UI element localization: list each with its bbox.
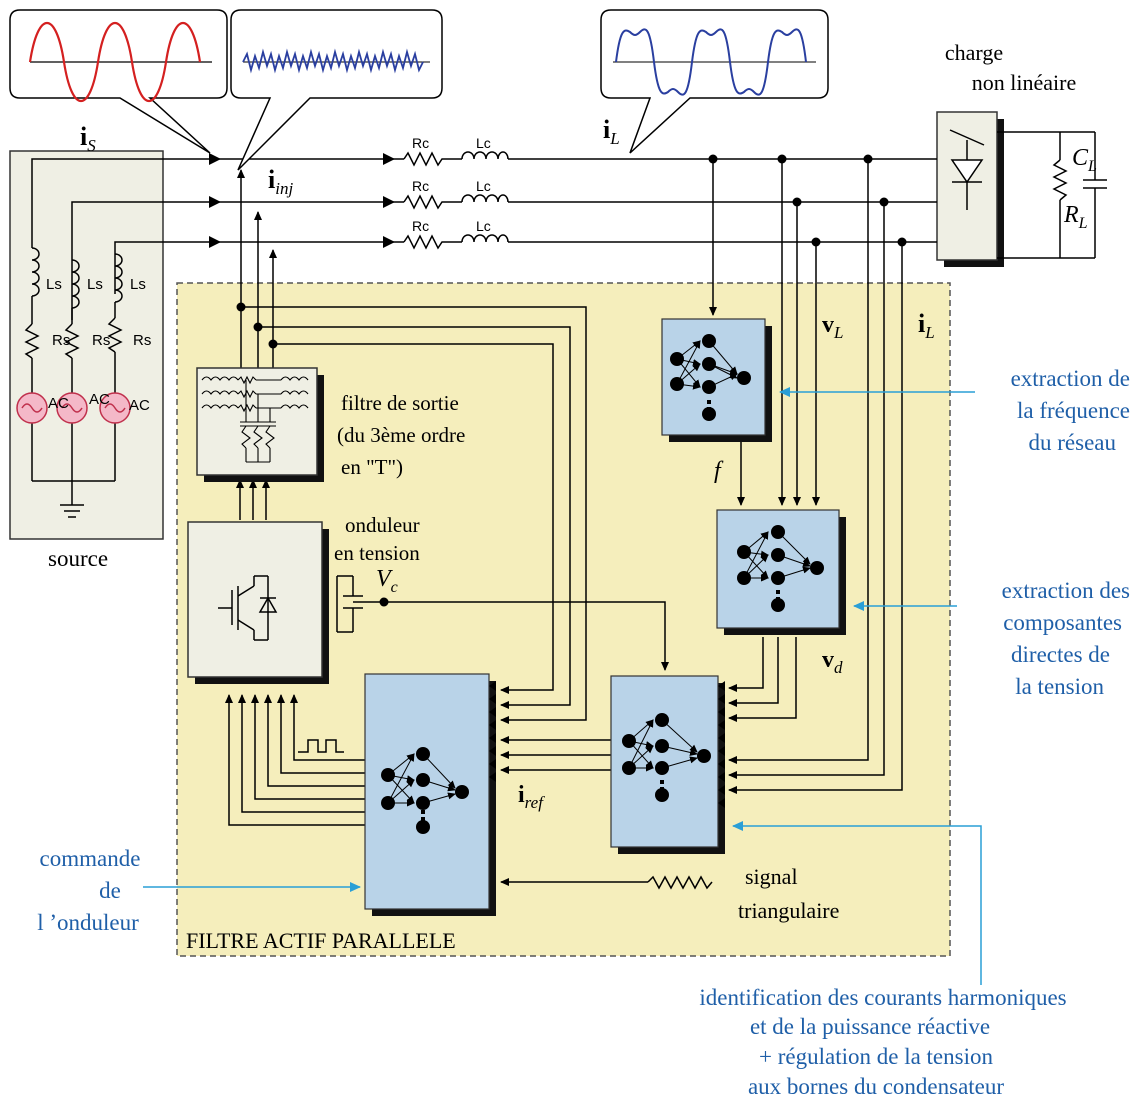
vd-main: v [822, 647, 834, 673]
iinj-main: i [268, 165, 275, 194]
il-top-sub: L [609, 129, 619, 148]
iinj-label: iinj [268, 165, 293, 198]
line-impedances [403, 151, 509, 250]
nn-cmd-icon [381, 747, 469, 834]
onduleur-label-1: onduleur [345, 513, 420, 537]
annot-ident-4: aux bornes du condensateur [748, 1074, 1004, 1099]
ac-label-3: AC [129, 397, 150, 414]
pwm-pulse-icon [298, 739, 344, 753]
iref-sub: ref [525, 793, 546, 812]
annot-ident-3: + régulation de la tension [759, 1044, 993, 1069]
filter-label-3: en "T") [341, 455, 403, 479]
igbt-icon [218, 575, 278, 641]
sine-wave-icon [28, 21, 202, 103]
annot-freq-3: du réseau [1029, 430, 1117, 455]
nn-ident-icon [622, 713, 711, 802]
charge-label-1: charge [945, 40, 1003, 65]
cl-sub: L [1087, 158, 1097, 175]
rs-label-1: Rs [52, 332, 70, 349]
il-right-label: iL [918, 309, 935, 342]
il-right-main: i [918, 309, 925, 338]
rc-label-3: Rc [412, 218, 429, 234]
diode-rectifier-icon [949, 129, 985, 210]
lc-label-2: Lc [476, 178, 491, 194]
rc-label-1: Rc [412, 135, 429, 151]
cl-label: CL [1072, 145, 1097, 175]
iref-label: iref [518, 782, 545, 812]
il-right-sub: L [924, 323, 934, 342]
vc-main: V [376, 566, 393, 592]
vd-label: vd [822, 647, 843, 677]
load-rc [997, 131, 1107, 259]
annot-comp-3: directes de [1011, 642, 1110, 667]
iref-main: i [518, 782, 525, 808]
annotation-arrows [143, 387, 982, 985]
annot-cmd-3: l ’onduleur [37, 910, 139, 935]
triangle-wave-icon [647, 875, 713, 890]
annot-freq-2: la fréquence [1017, 398, 1130, 423]
filter-label-2: (du 3ème ordre [337, 423, 465, 447]
annot-comp-2: composantes [1003, 610, 1122, 635]
nn-input-stubs [489, 681, 725, 808]
onduleur-label-2: en tension [334, 541, 420, 565]
line-arrows [209, 153, 395, 248]
bubble-load-current [600, 9, 829, 154]
signal-label-2: triangulaire [738, 898, 839, 923]
ls-label-3: Ls [130, 276, 146, 293]
annot-comp-1: extraction des [1002, 578, 1130, 603]
bubble-injected-current [230, 9, 443, 171]
vc-label: Vc [376, 566, 398, 596]
t-filter-icon [201, 375, 309, 463]
annot-cmd-2: de [99, 878, 121, 903]
is-sub: S [87, 136, 96, 155]
rl-label: RL [1063, 202, 1088, 232]
source-label: source [48, 546, 108, 571]
vl-main: v [822, 312, 834, 338]
ac-label-2: AC [89, 391, 110, 408]
rl-main: R [1063, 202, 1079, 228]
source-components [24, 247, 123, 518]
rs-label-3: Rs [133, 332, 151, 349]
annotation-texts: extraction de la fréquence du réseau ext… [37, 366, 1130, 1099]
is-label: iS [80, 122, 96, 155]
annot-comp-4: la tension [1015, 674, 1104, 699]
rl-sub: L [1078, 215, 1088, 232]
bubble-source-current [9, 9, 228, 154]
rs-label-2: Rs [92, 332, 110, 349]
vl-sub: L [833, 323, 843, 342]
source-box [9, 150, 164, 540]
il-top-main: i [603, 115, 610, 144]
lc-label-1: Lc [476, 135, 491, 151]
charge-label-2: non linéaire [972, 70, 1076, 95]
ripple-wave-icon [242, 48, 424, 74]
filtre-actif-label: FILTRE ACTIF PARALLELE [186, 928, 456, 953]
iinj-sub: inj [275, 179, 293, 198]
nn-comp-icon [737, 525, 824, 612]
distorted-wave-icon [615, 28, 807, 96]
ac-label-1: AC [48, 395, 69, 412]
rc-label-2: Rc [412, 178, 429, 194]
vl-label: vL [822, 312, 843, 342]
annot-ident-1: identification des courants harmoniques [699, 985, 1066, 1010]
vd-sub: d [834, 658, 843, 677]
ls-label-1: Ls [46, 276, 62, 293]
annot-freq-1: extraction de [1011, 366, 1130, 391]
annot-cmd-1: commande [40, 846, 141, 871]
vc-sub: c [391, 579, 398, 596]
lc-label-3: Lc [476, 218, 491, 234]
nn-command-block [364, 673, 490, 910]
ls-label-2: Ls [87, 276, 103, 293]
f-label: f [714, 458, 724, 484]
signal-wires [225, 159, 903, 886]
annot-ident-2: et de la puissance réactive [750, 1014, 990, 1039]
ac-sources [16, 392, 131, 424]
filter-label-1: filtre de sortie [341, 391, 459, 415]
inverter-box [187, 521, 323, 678]
il-top-label: iL [603, 115, 620, 148]
nn-freq-icon [670, 334, 751, 421]
signal-label-1: signal [745, 864, 798, 889]
cl-main: C [1072, 145, 1089, 171]
is-main: i [80, 122, 87, 151]
